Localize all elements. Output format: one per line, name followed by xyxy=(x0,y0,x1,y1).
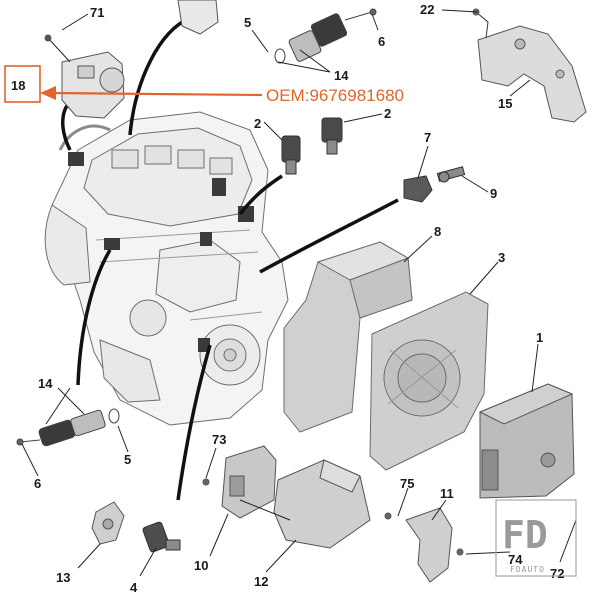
oem-arrow-shaft xyxy=(51,91,263,97)
callout-labels: 71 5 22 6 14 18 15 2 2 7 9 8 3 1 14 5 6 … xyxy=(11,2,564,595)
part-13-clamp xyxy=(91,501,125,545)
callout-8: 8 xyxy=(434,224,441,239)
part-4-sensor xyxy=(142,521,181,553)
part-2-sensor-right xyxy=(321,117,343,155)
harness-lines xyxy=(61,16,399,501)
callout-11: 11 xyxy=(440,486,454,501)
part-2-sensor-left xyxy=(281,135,301,175)
part-10-module xyxy=(202,445,277,519)
callout-2-right: 2 xyxy=(384,106,391,121)
part-7-sensor xyxy=(403,175,433,203)
callout-75: 75 xyxy=(400,476,414,491)
part-18-valve-body xyxy=(44,34,125,119)
part-3-ecu-housing xyxy=(369,291,489,471)
callout-9: 9 xyxy=(490,186,497,201)
engine-block xyxy=(44,111,289,426)
callout-14-left: 14 xyxy=(38,376,53,391)
watermark-text: FDAUTO xyxy=(510,565,545,574)
fdauto-watermark: FD FDAUTO xyxy=(495,499,577,577)
callout-6-left: 6 xyxy=(34,476,41,491)
callout-72: 72 xyxy=(550,566,564,581)
callout-12: 12 xyxy=(254,574,268,589)
part-18-highlight-box xyxy=(4,65,41,103)
callout-4: 4 xyxy=(130,580,138,595)
callout-10: 10 xyxy=(194,558,208,573)
part-9-bolt xyxy=(436,166,466,183)
callout-5-top: 5 xyxy=(244,15,251,30)
part-14-solenoid-top xyxy=(274,8,377,64)
part-8-cover xyxy=(283,241,413,433)
callout-71: 71 xyxy=(90,5,104,20)
part-14-solenoid-left xyxy=(16,408,120,447)
oem-part-number: OEM:9676981680 xyxy=(266,86,404,105)
callout-74: 74 xyxy=(508,552,523,567)
callout-18: 18 xyxy=(11,78,25,93)
callout-6-top: 6 xyxy=(378,34,385,49)
part-1-ecu xyxy=(478,383,575,499)
callout-1: 1 xyxy=(536,330,543,345)
part-15-bracket xyxy=(472,8,587,123)
callout-15: 15 xyxy=(498,96,512,111)
callout-14-top: 14 xyxy=(334,68,349,83)
callout-22: 22 xyxy=(420,2,434,17)
oem-arrow-head xyxy=(40,86,56,100)
part-11-bracket xyxy=(384,507,464,583)
callout-13: 13 xyxy=(56,570,70,585)
part-12-module xyxy=(273,459,371,549)
leader-lines xyxy=(21,9,577,577)
callout-2-left: 2 xyxy=(254,116,261,131)
callout-73: 73 xyxy=(212,432,226,447)
callout-5-left: 5 xyxy=(124,452,131,467)
watermark-logo: FD xyxy=(502,513,548,557)
callout-7: 7 xyxy=(424,130,431,145)
oem-highlight: OEM:9676981680 xyxy=(4,65,404,105)
callout-3: 3 xyxy=(498,250,505,265)
part-top-center-component xyxy=(177,0,219,35)
